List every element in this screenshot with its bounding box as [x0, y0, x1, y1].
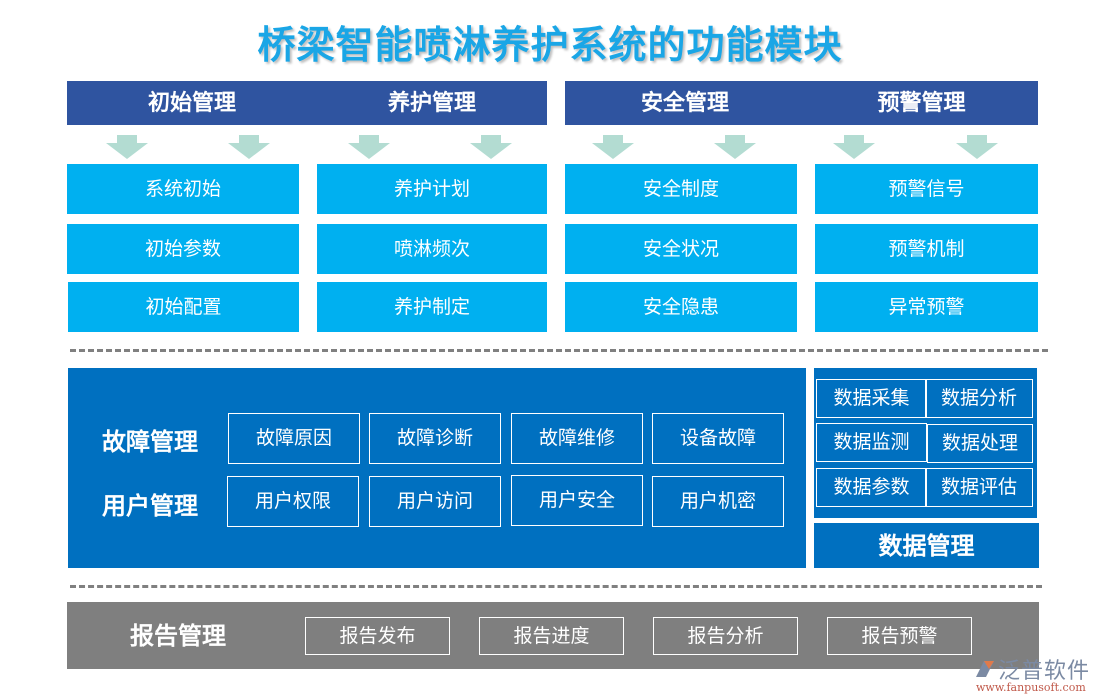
cell-spray-frequency: 喷淋频次 — [317, 224, 547, 274]
user-permission-box: 用户权限 — [227, 476, 359, 527]
user-security-box: 用户安全 — [511, 475, 643, 526]
logo-mark-icon — [976, 661, 994, 677]
down-arrow-icon — [348, 135, 390, 159]
down-arrow-icon — [833, 135, 875, 159]
report-publish-box: 报告发布 — [305, 617, 450, 655]
module-header-init: 初始管理 — [147, 90, 236, 116]
fault-user-panel — [68, 368, 806, 568]
header-bar-right — [565, 81, 1038, 125]
section-divider — [70, 585, 1042, 588]
module-header-maintenance: 养护管理 — [387, 90, 476, 116]
cell-warning-signal: 预警信号 — [815, 164, 1038, 214]
header-bar-left — [67, 81, 547, 125]
diagram-title: 桥梁智能喷淋养护系统的功能模块 — [257, 22, 843, 67]
cell-abnormal-warning: 异常预警 — [815, 282, 1038, 332]
data-params-box: 数据参数 — [816, 468, 927, 507]
data-process-box: 数据处理 — [927, 424, 1033, 463]
fault-repair-box: 故障维修 — [511, 413, 643, 464]
section-divider — [70, 349, 1048, 352]
cell-system-init: 系统初始 — [67, 164, 299, 214]
cell-safety-policy: 安全制度 — [565, 164, 797, 214]
cell-maintenance-plan: 养护计划 — [317, 164, 547, 214]
cell-init-config: 初始配置 — [68, 282, 299, 332]
user-mgmt-label: 用户管理 — [102, 491, 198, 520]
data-evaluate-box: 数据评估 — [925, 468, 1033, 507]
fault-cause-box: 故障原因 — [228, 413, 360, 464]
equipment-fault-box: 设备故障 — [652, 413, 784, 464]
data-mgmt-label: 数据管理 — [814, 523, 1039, 568]
logo-url: www.fanpusoft.com — [976, 681, 1086, 694]
cell-safety-status: 安全状况 — [565, 224, 797, 274]
module-header-safety: 安全管理 — [640, 90, 729, 116]
down-arrow-icon — [592, 135, 634, 159]
report-mgmt-bar — [67, 602, 1039, 669]
down-arrow-icon — [714, 135, 756, 159]
down-arrow-icon — [956, 135, 998, 159]
cell-warning-mechanism: 预警机制 — [815, 224, 1038, 274]
cell-maintenance-formulate: 养护制定 — [317, 282, 547, 332]
cell-init-params: 初始参数 — [67, 224, 299, 274]
down-arrow-icon — [470, 135, 512, 159]
fault-mgmt-label: 故障管理 — [102, 427, 198, 456]
report-progress-box: 报告进度 — [479, 617, 624, 655]
fanpu-logo: 泛普软件 www.fanpusoft.com — [972, 655, 1097, 697]
data-collect-box: 数据采集 — [816, 379, 927, 418]
cell-safety-hazard: 安全隐患 — [565, 282, 797, 332]
report-analysis-box: 报告分析 — [653, 617, 798, 655]
fault-diagnosis-box: 故障诊断 — [369, 413, 501, 464]
down-arrow-icon — [228, 135, 270, 159]
down-arrow-icon — [106, 135, 148, 159]
data-analysis-box: 数据分析 — [925, 379, 1033, 418]
data-monitor-box: 数据监测 — [816, 423, 927, 462]
report-mgmt-label: 报告管理 — [130, 621, 226, 650]
module-header-warning: 预警管理 — [877, 90, 966, 116]
user-confidential-box: 用户机密 — [652, 476, 784, 527]
logo-name: 泛普软件 — [998, 659, 1091, 684]
report-warning-box: 报告预警 — [827, 617, 972, 655]
user-access-box: 用户访问 — [369, 476, 501, 527]
